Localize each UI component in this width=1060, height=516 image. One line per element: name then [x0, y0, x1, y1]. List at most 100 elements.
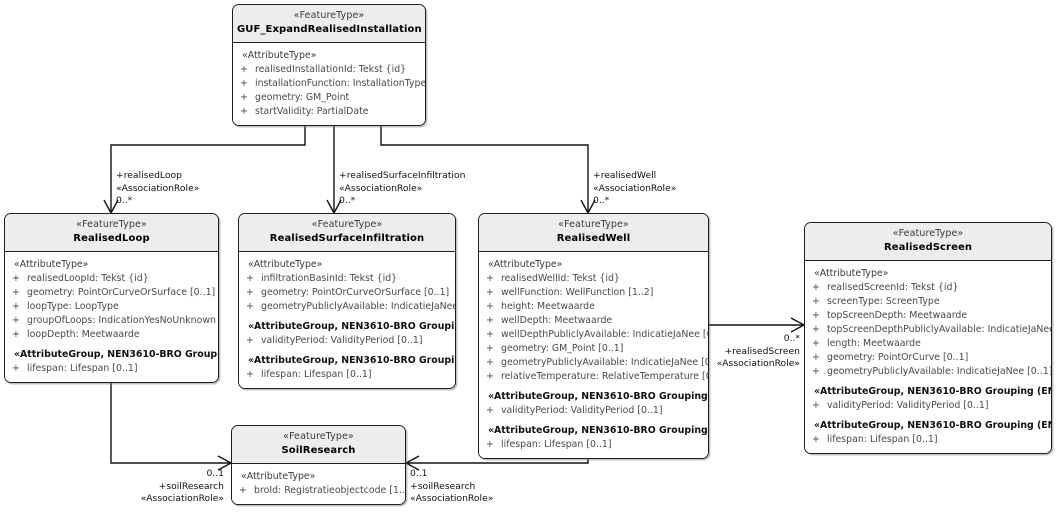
attribute-text: lifespan: Lifespan [0..1]: [827, 434, 938, 445]
attribute-group-label: «AttributeType»: [814, 268, 889, 279]
visibility-public: +: [240, 92, 248, 103]
assoc-multiplicity: 0..*: [593, 195, 610, 206]
attribute-text: wellDepthPubliclyAvailable: IndicatieJaN…: [501, 329, 708, 340]
visibility-public: +: [12, 315, 20, 326]
assoc-stereotype: «AssociationRole»: [116, 182, 200, 194]
class-soil-research[interactable]: «FeatureType» SoilResearch «AttributeTyp…: [231, 425, 406, 505]
visibility-public: +: [812, 366, 820, 377]
attribute-row: +topScreenDepth: Meetwaarde: [805, 309, 1051, 323]
attribute-row: + loopType: LoopType: [5, 300, 218, 314]
attribute-row: + topScreenDepthPubliclyAvailable: Indica…: [805, 323, 1051, 337]
attribute-text: relativeTemperature: RelativeTemperature…: [501, 371, 708, 382]
visibility-public: +: [12, 301, 20, 312]
attribute-text: realisedLoopId: Tekst {id}: [27, 273, 149, 284]
class-name: GUF_ExpandRealisedInstallation: [237, 24, 422, 35]
visibility-public: +: [246, 369, 254, 380]
attribute-text: validityPeriod: ValidityPeriod [0..1]: [261, 335, 423, 346]
class-header: «FeatureType» SoilResearch: [232, 426, 405, 464]
visibility-public: +: [812, 296, 820, 307]
assoc-multiplicity: 0..*: [339, 195, 356, 206]
attribute-group-label: «AttributeGroup, NEN3610-BRO Grouping (E…: [248, 355, 455, 366]
attribute-group-label: «AttributeGroup, NEN3610-BRO Grouping (E…: [488, 425, 708, 436]
visibility-public: +: [486, 405, 494, 416]
attribute-row: +geometry: PointOrCurve [0..1]: [805, 351, 1051, 365]
visibility-public: +: [812, 324, 820, 335]
attribute-text: realisedScreenId: Tekst {id}: [827, 282, 959, 293]
attribute-row: + geometryPubliclyAvailable: IndicatieJaN…: [479, 356, 708, 370]
class-stereotype: «FeatureType»: [558, 219, 629, 230]
attribute-row: +lifespan: Lifespan [0..1]: [5, 362, 218, 376]
visibility-public: +: [486, 439, 494, 450]
visibility-public: +: [486, 273, 494, 284]
visibility-public: +: [12, 273, 20, 284]
assoc-role: +realisedLoop: [116, 170, 182, 181]
attribute-row: +wellDepth: Meetwaarde: [479, 314, 708, 328]
visibility-public: +: [812, 352, 820, 363]
class-stereotype: «FeatureType»: [293, 10, 365, 21]
class-guf-expand-realised-installation[interactable]: «FeatureType» GUF_ExpandRealisedInstalla…: [232, 4, 426, 126]
class-name: RealisedLoop: [73, 233, 150, 244]
class-header: «FeatureType» RealisedScreen: [805, 223, 1051, 261]
attribute-row: +height: Meetwaarde: [479, 300, 708, 314]
visibility-public: +: [240, 78, 248, 89]
attribute-row: +relativeTemperature: RelativeTemperatur…: [479, 370, 708, 384]
visibility-public: +: [246, 335, 254, 346]
attribute-row: +lifespan: Lifespan [0..1]: [805, 433, 1051, 447]
attribute-row: + realisedScreenId: Tekst {id}: [805, 281, 1051, 295]
class-body: «AttributeType» +broId: Registratieobjec…: [232, 464, 405, 504]
attribute-text: geometryPubliclyAvailable: IndicatieJaNe…: [501, 357, 708, 368]
class-realised-well[interactable]: «FeatureType» RealisedWell «AttributeTyp…: [478, 213, 709, 459]
class-realised-loop[interactable]: «FeatureType» RealisedLoop «AttributeTyp…: [4, 213, 219, 383]
attribute-row: + geometry: GM_Point: [233, 91, 425, 105]
attribute-row: + realisedLoopId: Tekst {id}: [5, 272, 218, 286]
attribute-row: + wellDepthPubliclyAvailable: IndicatieJa…: [479, 328, 708, 342]
class-realised-surface-infiltration[interactable]: «FeatureType» RealisedSurfaceInfiltratio…: [238, 213, 456, 389]
attribute-row: +infiltrationBasinId: Tekst {id}: [239, 272, 455, 286]
arrowhead-realisedscreen: [790, 317, 806, 333]
visibility-public: +: [812, 310, 820, 321]
assoc-multiplicity: 0..*: [783, 333, 800, 344]
attribute-group-label: «AttributeType»: [248, 259, 323, 270]
assoc-role: +realisedWell: [593, 170, 657, 181]
attribute-group-label: «AttributeType»: [242, 50, 317, 61]
assoc-stereotype: «AssociationRole»: [339, 182, 423, 194]
attribute-text: loopType: LoopType: [27, 301, 119, 312]
class-body: «AttributeType» + realisedLoopId: Tekst {…: [5, 252, 218, 382]
attribute-row: +validityPeriod: ValidityPeriod [0..1]: [805, 399, 1051, 413]
attribute-text: validityPeriod: ValidityPeriod [0..1]: [827, 400, 989, 411]
visibility-public: +: [246, 273, 254, 284]
attribute-group-label: «AttributeGroup, NEN3610-BRO Grouping (E…: [248, 321, 455, 332]
attribute-group-label: «AttributeType»: [14, 259, 89, 270]
visibility-public: +: [12, 287, 20, 298]
attribute-row: +lifespan: Lifespan [0..1]: [479, 438, 708, 452]
visibility-public: +: [486, 329, 494, 340]
attribute-text: topScreenDepthPubliclyAvailable: Indicat…: [827, 324, 1051, 335]
assoc-role: +soilResearch: [410, 480, 476, 492]
attribute-text: validityPeriod: ValidityPeriod [0..1]: [501, 405, 663, 416]
visibility-public: +: [486, 357, 494, 368]
class-name: SoilResearch: [281, 445, 356, 456]
attribute-text: wellFunction: WellFunction [1..2]: [501, 287, 654, 298]
class-stereotype: «FeatureType»: [283, 431, 354, 442]
attribute-row: +broId: Registratieobjectcode [1..*] {id…: [232, 484, 405, 498]
class-header: «FeatureType» RealisedLoop: [5, 214, 218, 252]
assoc-stereotype: «AssociationRole»: [140, 493, 224, 504]
attribute-row: +startValidity: PartialDate: [233, 105, 425, 119]
attribute-row: +geometry: PointOrCurveOrSurface [0..1]: [239, 286, 455, 300]
assoc-label-soilresearch-right: 0..1 +soilResearch «AssociationRole»: [410, 468, 493, 506]
class-realised-screen[interactable]: «FeatureType» RealisedScreen «AttributeT…: [804, 222, 1052, 454]
attribute-text: startValidity: PartialDate: [255, 106, 369, 117]
attribute-text: geometry: GM_Point: [255, 92, 350, 103]
attribute-text: loopDepth: Meetwaarde: [27, 329, 140, 340]
attribute-text: groupOfLoops: IndicationYesNoUnknown [0.…: [27, 315, 218, 326]
attribute-row: +geometry: PointOrCurveOrSurface [0..1]: [5, 286, 218, 300]
visibility-public: +: [486, 301, 494, 312]
attribute-row: +realisedInstallationId: Tekst {id}: [233, 63, 425, 77]
attribute-row: +wellFunction: WellFunction [1..2]: [479, 286, 708, 300]
visibility-public: +: [812, 282, 820, 293]
class-body: «AttributeType» + realisedScreenId: Tekst…: [805, 261, 1051, 453]
attribute-text: length: Meetwaarde: [827, 338, 921, 349]
attribute-text: geometry: GM_Point [0..1]: [501, 343, 624, 354]
assoc-role: +realisedScreen: [724, 345, 800, 357]
assoc-role: +realisedSurfaceInfiltration: [339, 170, 466, 181]
